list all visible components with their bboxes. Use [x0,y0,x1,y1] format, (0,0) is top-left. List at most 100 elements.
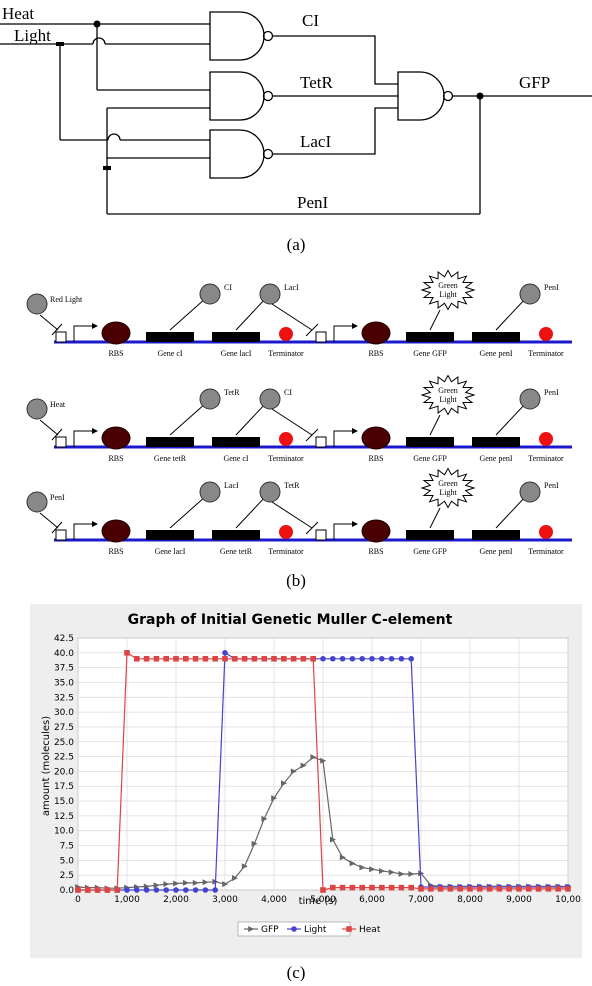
data-point-gfp [398,870,405,877]
data-point-gfp [379,868,385,875]
repression-bar [51,428,63,441]
laci-label: LacI [300,132,331,151]
caption-a: (a) [287,235,306,254]
protein-circle [519,481,541,503]
burst-word: Green [438,479,458,488]
protein-circle [259,481,281,503]
caption-b: (b) [286,571,306,590]
expression-arrow [235,402,267,436]
junction-dot [476,92,484,100]
data-point-gfp [241,863,248,870]
repression-bar [305,521,319,535]
legend-item-light: Light [287,925,327,935]
nand-gate-gfp [397,71,445,121]
data-point-gfp [339,854,346,861]
gene-label: Gene cI [157,349,182,358]
promoter-arrow [333,523,352,540]
gene-label: Gene cI [223,454,248,463]
repression-line [271,501,313,529]
repression-line [39,314,59,331]
data-point-heat [447,886,454,892]
protein-circle [519,283,541,305]
data-point-heat [398,884,405,891]
y-tick-label: 40.0 [54,649,74,659]
data-point-heat [153,655,160,662]
data-point-heat [457,886,463,892]
gfp-label: GFP [519,73,550,92]
y-tick-label: 15.0 [54,797,74,807]
caption-c: (c) [287,963,306,981]
data-point-light [163,887,169,893]
data-point-heat [251,655,258,662]
promoter-box [55,331,67,343]
inducer-label: PenI [50,493,65,502]
data-point-heat [202,655,209,662]
y-tick-label: 30.0 [54,708,74,718]
gene-label: Gene tetR [154,454,187,463]
gene-box [146,332,194,342]
data-point-gfp [163,881,170,888]
data-point-heat [320,887,326,893]
data-point-heat [349,884,356,891]
data-point-heat [496,886,503,892]
gene-box [472,437,520,447]
protein-circle [199,283,221,305]
protein-label: PenI [544,283,559,292]
data-point-heat [183,655,189,662]
data-point-light [339,655,346,662]
inducer-circle [26,398,48,420]
rbs-label: RBS [108,349,123,358]
data-point-heat [379,884,385,891]
burst-word: Green [438,386,458,395]
y-tick-label: 10.0 [54,827,74,837]
data-point-heat [94,887,101,893]
rbs-shape [361,426,391,450]
data-point-light [212,887,218,893]
data-point-gfp [183,879,189,886]
green-light-burst [420,467,476,509]
peni-label: PenI [297,193,329,212]
data-point-heat [467,886,473,892]
x-tick-label: 10,00 [555,895,581,905]
expression-arrow [169,495,207,529]
repression-bar [305,323,319,337]
promoter-box [55,436,67,448]
inducer-circle [26,293,48,315]
data-point-light [134,887,140,893]
promoter-arrowhead [352,428,358,434]
terminator-shape [279,525,293,539]
data-point-light [369,655,375,662]
data-point-heat [212,655,218,662]
data-point-heat [545,886,552,892]
terminator-label: Terminator [268,349,304,358]
rbs-shape [101,426,131,450]
data-point-gfp [359,864,366,871]
data-point-light [398,655,405,662]
protein-label: CI [224,283,232,292]
data-point-heat [281,655,287,662]
y-tick-label: 42.5 [54,634,74,644]
x-tick-label: 4,000 [261,895,287,905]
legend-label: Heat [359,925,381,935]
promoter-box [315,529,327,541]
rbs-label: RBS [108,454,123,463]
protein-circle [199,481,221,503]
protein-circle [259,283,281,305]
data-point-heat [535,886,542,892]
repression-line [39,512,59,529]
data-point-heat [232,655,238,662]
gene-label: Gene penI [479,349,512,358]
y-tick-label: 5.0 [60,856,75,866]
burst-word: Green [438,281,458,290]
gene-box [472,332,520,342]
data-point-gfp [202,879,209,886]
data-point-heat [330,884,336,891]
terminator-label: Terminator [528,547,564,556]
light-crossover [92,37,106,45]
data-point-gfp [320,757,327,764]
data-point-heat [241,655,248,662]
